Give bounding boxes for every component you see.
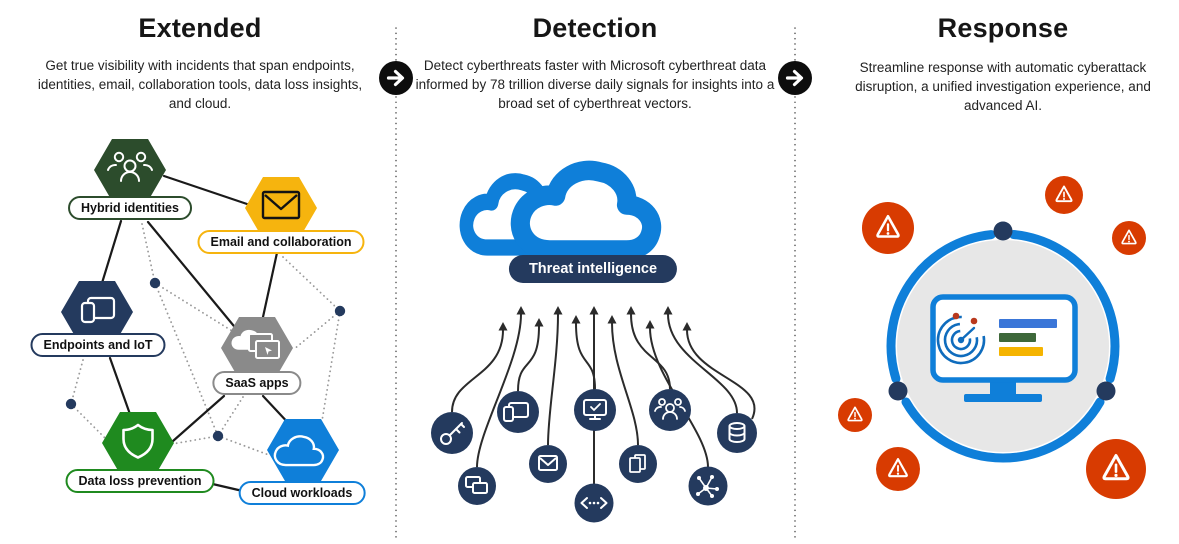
extended-column-header: Extended bbox=[10, 13, 390, 44]
threat-intelligence-badge: Threat intelligence bbox=[508, 255, 678, 283]
radar-icon bbox=[936, 312, 986, 365]
node-label-endpoints-and-iot: Endpoints and IoT bbox=[30, 333, 166, 357]
extended-network-diagram bbox=[61, 139, 346, 494]
node-label-email-and-collaboration: Email and collaboration bbox=[197, 230, 365, 254]
monitor-shield-icon bbox=[583, 399, 607, 420]
signal-documents bbox=[619, 445, 657, 483]
threat-clouds-icon bbox=[466, 170, 651, 250]
right-arrow-icon bbox=[386, 69, 405, 87]
documents-icon bbox=[629, 454, 646, 473]
signal-screen-share bbox=[458, 467, 496, 505]
signal-network bbox=[688, 466, 728, 506]
junction-dots bbox=[65, 277, 346, 442]
node-label-saas-apps: SaaS apps bbox=[212, 371, 302, 395]
hexagon-email-and-collaboration bbox=[245, 177, 317, 239]
screen-share-icon bbox=[465, 476, 488, 494]
network-icon bbox=[696, 475, 719, 498]
node-label-hybrid-identities: Hybrid identities bbox=[68, 196, 192, 220]
ring-node-dots bbox=[888, 221, 1116, 401]
response-column-header: Response bbox=[813, 13, 1179, 44]
right-arrow-icon bbox=[785, 69, 804, 87]
signal-key bbox=[431, 412, 473, 454]
signal-people bbox=[649, 389, 691, 431]
signal-monitor bbox=[574, 389, 616, 431]
hexagon-endpoints-and-iot bbox=[61, 281, 133, 343]
response-description: Streamline response with automatic cyber… bbox=[855, 60, 1151, 114]
warning-triangle-icon bbox=[1044, 175, 1084, 215]
warning-triangle-icon bbox=[874, 445, 922, 493]
envelope-icon bbox=[261, 190, 301, 220]
envelope-icon bbox=[538, 455, 558, 471]
saas-cloud-icon bbox=[231, 329, 280, 359]
shield-icon bbox=[122, 423, 154, 459]
detection-description: Detect cyberthreats faster with Microsof… bbox=[415, 58, 775, 112]
signal-source-circles bbox=[431, 389, 757, 523]
report-bars-icon bbox=[999, 319, 1057, 356]
signal-devices bbox=[497, 391, 539, 433]
people-icon bbox=[107, 151, 153, 182]
detection-title: Detection bbox=[532, 13, 658, 43]
response-title: Response bbox=[937, 13, 1069, 43]
devices-icon bbox=[503, 402, 529, 422]
node-label-cloud-workloads: Cloud workloads bbox=[238, 481, 366, 505]
extended-description: Get true visibility with incidents that … bbox=[37, 58, 363, 112]
hexagon-data-loss-prevention bbox=[102, 412, 174, 474]
hexagon-cloud-workloads bbox=[267, 419, 339, 481]
warning-triangle-icon bbox=[1084, 437, 1148, 501]
response-disruption-diagram bbox=[837, 175, 1148, 501]
flow-arrow-detection-to-response bbox=[778, 61, 812, 95]
database-icon bbox=[728, 422, 746, 443]
detection-column-header: Detection bbox=[400, 13, 790, 44]
signal-arrowheads bbox=[498, 306, 692, 331]
detection-funnel-diagram bbox=[431, 170, 757, 523]
extended-title: Extended bbox=[138, 13, 262, 43]
signal-database bbox=[717, 413, 757, 453]
devices-icon bbox=[80, 296, 116, 324]
key-icon bbox=[440, 422, 465, 445]
people-icon bbox=[654, 398, 686, 420]
code-icon bbox=[580, 497, 608, 509]
node-label-data-loss-prevention: Data loss prevention bbox=[65, 469, 215, 493]
disruption-ring bbox=[886, 230, 1120, 463]
warning-triangle-icon bbox=[837, 397, 873, 433]
hexagon-saas-apps bbox=[221, 317, 293, 379]
flow-arrow-extended-to-detection bbox=[379, 61, 413, 95]
investigation-monitor bbox=[930, 294, 1078, 402]
signal-code bbox=[574, 483, 614, 523]
signal-envelope bbox=[529, 445, 567, 483]
hexagon-hybrid-identities bbox=[94, 139, 166, 201]
warning-triangle-icon bbox=[860, 200, 916, 256]
dotted-connectors bbox=[70, 223, 341, 456]
warning-triangle-icon bbox=[1111, 220, 1147, 256]
